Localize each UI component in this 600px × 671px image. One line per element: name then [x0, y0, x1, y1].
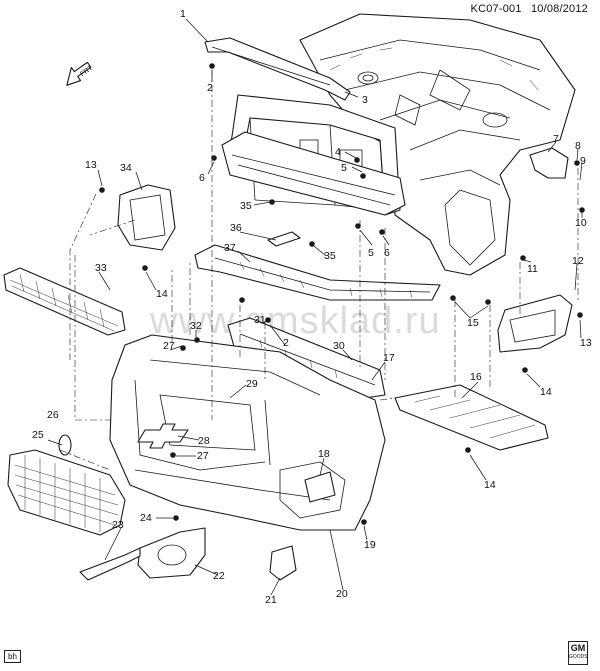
body-structure: [299, 13, 576, 276]
bracket-part-21: [269, 545, 297, 581]
callout-14c: 14: [484, 479, 496, 491]
callout-19: 19: [364, 539, 376, 551]
fog-lamp-trim-part-23: [79, 547, 141, 581]
callout-35a: 35: [240, 200, 252, 212]
leader-lines: [47, 18, 583, 596]
alignment-lines: [59, 70, 579, 471]
callout-17: 17: [383, 352, 395, 364]
callout-27b: 27: [197, 450, 209, 462]
callout-9: 9: [580, 155, 586, 167]
callout-25: 25: [32, 429, 44, 441]
callout-8: 8: [575, 140, 581, 152]
callout-35b: 35: [324, 250, 336, 262]
diagram-date: 10/08/2012: [530, 3, 588, 15]
callout-14b: 14: [540, 386, 552, 398]
diagram-code: KC07-001: [470, 3, 522, 15]
emblem-part-28: [137, 423, 189, 449]
diagram-header: KC07-001 10/08/2012: [465, 3, 588, 15]
callout-34: 34: [120, 162, 132, 174]
callout-23: 23: [112, 519, 124, 531]
lower-grille-part-25: [7, 449, 126, 536]
callout-28: 28: [198, 435, 210, 447]
callout-10: 10: [575, 217, 587, 229]
callout-30: 30: [333, 340, 345, 352]
callout-22: 22: [213, 570, 225, 582]
callout-32: 32: [190, 320, 202, 332]
callout-33: 33: [95, 262, 107, 274]
callout-5b: 5: [368, 247, 374, 259]
upper-grille-part-33: [3, 267, 126, 336]
callout-6a: 6: [199, 172, 205, 184]
gm-logo-subtext: GOODS: [569, 654, 588, 660]
fasteners: [99, 63, 585, 525]
bracket-part-18: [304, 471, 336, 503]
callout-16: 16: [470, 371, 482, 383]
callout-24: 24: [140, 512, 152, 524]
front-direction-arrow: [66, 61, 92, 86]
energy-absorber-part-37: [194, 244, 441, 301]
tie-clip-part-26: [58, 434, 72, 456]
callout-1: 1: [180, 8, 186, 20]
callout-21: 21: [265, 594, 277, 606]
underbody-shield-part-16: [394, 384, 549, 451]
callout-labels: 1 2 3 4 5 5 6 6 7 8 9 10 11 12 13 13 14 …: [32, 8, 592, 606]
fog-lamp-bezel-part-22: [137, 527, 206, 579]
callout-2b: 2: [283, 337, 289, 349]
callout-13a: 13: [85, 159, 97, 171]
watermark-text: www.gmsklad.ru: [150, 300, 441, 342]
splash-shield-part-12: [497, 294, 573, 353]
callout-37: 37: [224, 242, 236, 254]
callout-7: 7: [553, 133, 559, 145]
air-deflector-part-34: [117, 184, 176, 251]
gm-logo: GM GOODS: [568, 641, 588, 665]
callout-29: 29: [246, 378, 258, 390]
callout-13b: 13: [580, 337, 592, 349]
callout-26: 26: [47, 409, 59, 421]
callout-18: 18: [318, 448, 330, 460]
callout-3: 3: [362, 94, 368, 106]
bumper-impact-bar: [221, 131, 406, 216]
callout-14a: 14: [156, 288, 168, 300]
callout-2: 2: [207, 82, 213, 94]
upper-tie-bar-part-1: [204, 37, 351, 101]
callout-36: 36: [230, 222, 242, 234]
absorber-bracket-part-36: [267, 231, 301, 247]
gm-logo-text: GM: [570, 643, 586, 653]
callout-4: 4: [335, 146, 341, 158]
callout-20: 20: [336, 588, 348, 600]
corner-tag: bh: [4, 650, 21, 663]
callout-12: 12: [572, 255, 584, 267]
callout-31: 31: [254, 314, 266, 326]
callout-27a: 27: [163, 340, 175, 352]
callout-11: 11: [527, 263, 538, 275]
callout-5a: 5: [341, 162, 347, 174]
callout-15: 15: [467, 317, 479, 329]
callout-6b: 6: [384, 247, 390, 259]
bracket-part-7: [529, 147, 569, 179]
